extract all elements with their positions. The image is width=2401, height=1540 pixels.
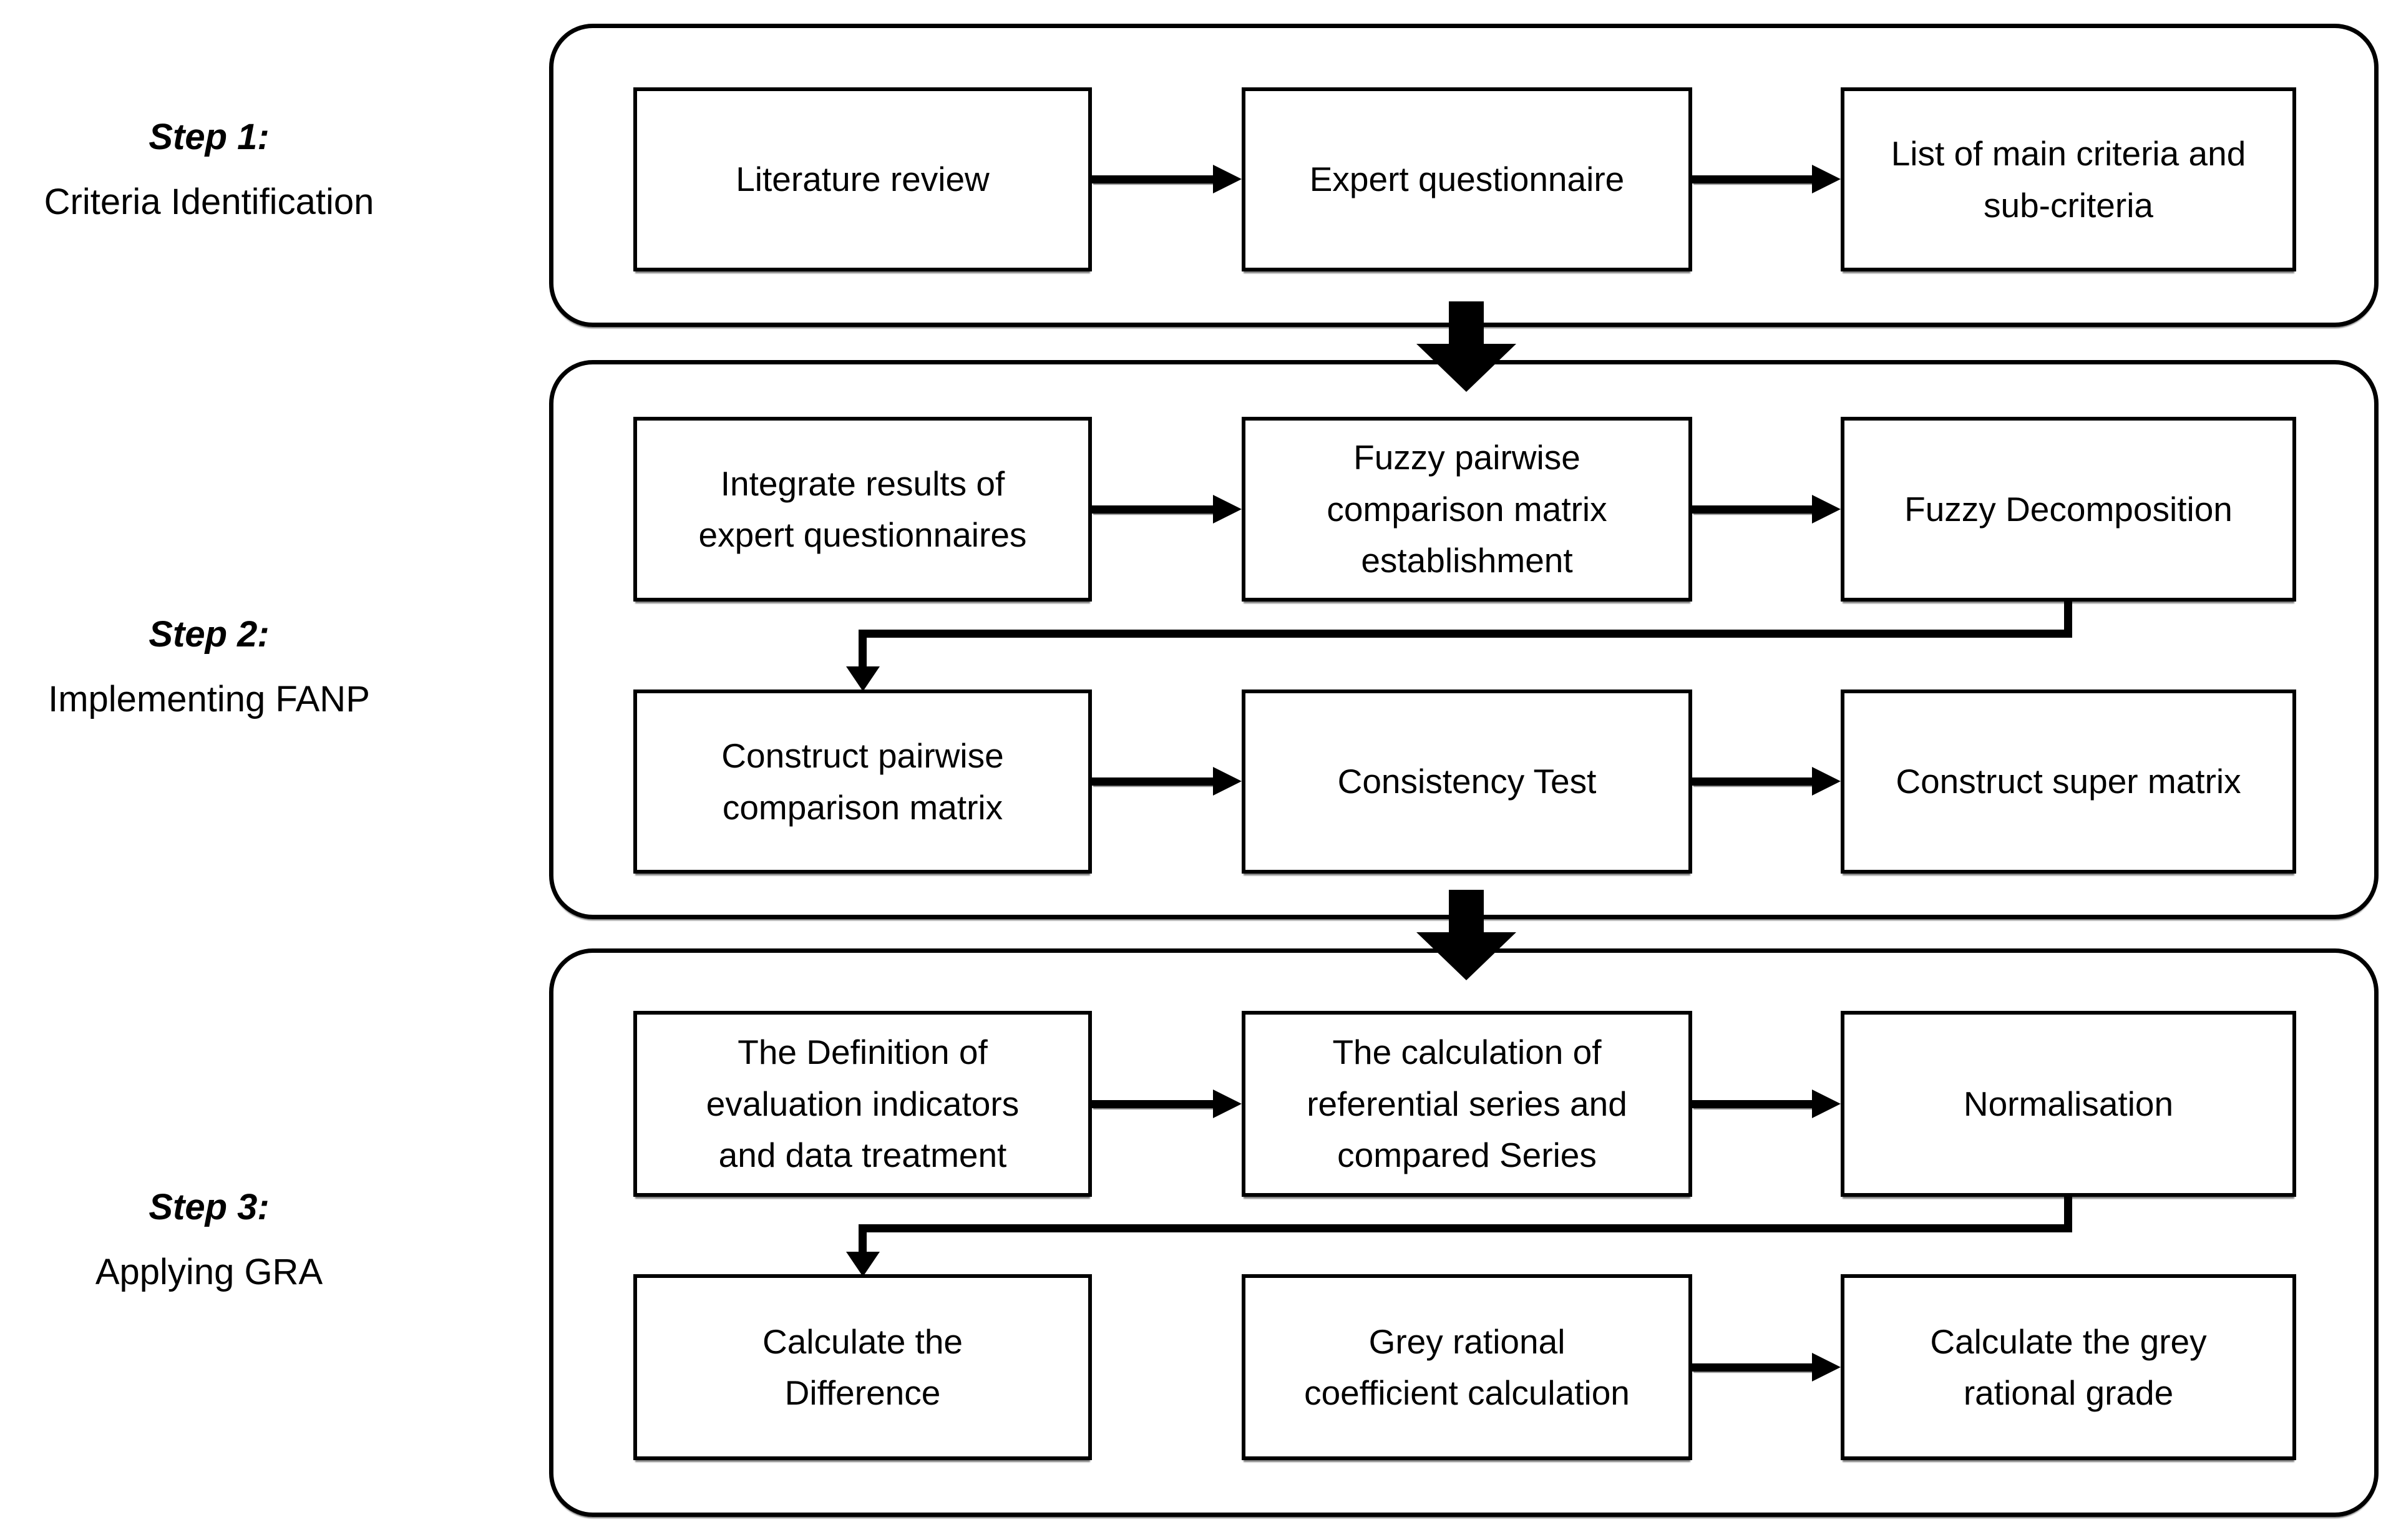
arrow-right-icon [1213, 767, 1242, 796]
box-criteria-list: List of main criteria and sub-criteria [1841, 87, 2296, 271]
box-expert-questionnaire: Expert questionnaire [1242, 87, 1692, 271]
arrow-right-icon [1812, 1089, 1841, 1118]
arrow-right-icon [1213, 165, 1242, 193]
box-normalisation: Normalisation [1841, 1011, 2296, 1197]
elbow-step3-horizontal [859, 1224, 2072, 1232]
step1-title: Step 1: [149, 117, 270, 157]
arrow-shaft [1092, 175, 1218, 183]
elbow-step2-horizontal [859, 630, 2072, 638]
box-fuzzy-matrix: Fuzzy pairwise comparison matrix establi… [1242, 417, 1692, 602]
arrow-right-icon [1213, 495, 1242, 524]
elbow-step2-vertical-from-decomposition [2064, 602, 2072, 638]
box-integrate-results: Integrate results of expert questionnair… [633, 417, 1092, 602]
box-literature-review: Literature review [633, 87, 1092, 271]
arrow-shaft [1692, 1100, 1817, 1108]
stage1-to-stage2-arrow-icon [1416, 301, 1516, 392]
arrow-fuzzy-matrix-to-decomposition [1692, 495, 1841, 524]
box-consistency-test: Consistency Test [1242, 690, 1692, 874]
step2-title: Step 2: [149, 614, 270, 655]
step1-subtitle: Criteria Identification [44, 181, 374, 222]
step3-label: Step 3: Applying GRA [16, 1186, 402, 1294]
step2-label: Step 2: Implementing FANP [16, 613, 402, 721]
arrow-consistency-to-super [1692, 767, 1841, 796]
arrow-down-icon [846, 666, 880, 691]
elbow-step2-vertical-to-pairwise [859, 638, 867, 669]
elbow-step3-vertical-from-normalisation [2064, 1197, 2072, 1232]
box-calculation-series: The calculation of referential series an… [1242, 1011, 1692, 1197]
arrow-shaft [1692, 1363, 1817, 1372]
arrow-expert-to-list [1692, 165, 1841, 193]
elbow-step3-vertical-to-difference [859, 1232, 867, 1255]
arrow-right-icon [1812, 495, 1841, 524]
arrow-right-icon [1812, 165, 1841, 193]
step1-label: Step 1: Criteria Identification [16, 115, 402, 223]
arrow-integrate-to-fuzzy-matrix [1092, 495, 1242, 524]
arrow-right-icon [1812, 1353, 1841, 1382]
arrow-right-icon [1213, 1089, 1242, 1118]
box-grey-grade: Calculate the grey rational grade [1841, 1274, 2296, 1460]
step3-title: Step 3: [149, 1187, 270, 1227]
box-grey-coefficient: Grey rational coefficient calculation [1242, 1274, 1692, 1460]
arrow-shaft [1092, 777, 1218, 786]
arrow-shaft [1692, 777, 1817, 786]
box-definition-indicators: The Definition of evaluation indicators … [633, 1011, 1092, 1197]
arrow-shaft [1092, 1100, 1218, 1108]
arrow-shaft [1092, 505, 1218, 514]
stage2-to-stage3-arrow-icon [1416, 890, 1516, 980]
arrow-literature-to-expert [1092, 165, 1242, 193]
arrow-calculation-to-normalisation [1692, 1089, 1841, 1118]
arrow-pairwise-to-consistency [1092, 767, 1242, 796]
box-construct-super-matrix: Construct super matrix [1841, 690, 2296, 874]
arrow-shaft [1692, 175, 1817, 183]
box-calculate-difference: Calculate the Difference [633, 1274, 1092, 1460]
step3-subtitle: Applying GRA [95, 1251, 323, 1292]
arrow-shaft [1692, 505, 1817, 514]
box-construct-pairwise: Construct pairwise comparison matrix [633, 690, 1092, 874]
box-fuzzy-decomposition: Fuzzy Decomposition [1841, 417, 2296, 602]
arrow-right-icon [1812, 767, 1841, 796]
step2-subtitle: Implementing FANP [48, 678, 370, 719]
arrow-down-icon [846, 1252, 880, 1277]
arrow-coefficient-to-grade [1692, 1353, 1841, 1382]
arrow-definition-to-calculation [1092, 1089, 1242, 1118]
